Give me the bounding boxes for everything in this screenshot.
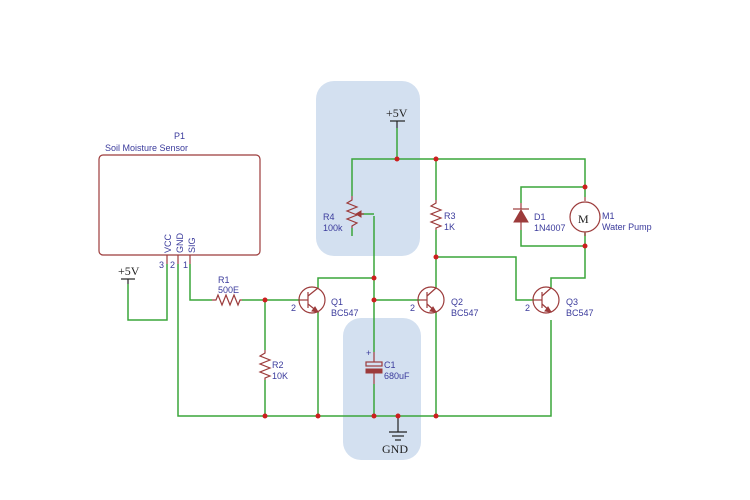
svg-text:R4: R4 <box>323 212 335 222</box>
vcc-top-symbol: +5V <box>386 106 408 128</box>
svg-text:BC547: BC547 <box>331 308 359 318</box>
sensor-pin-2-num: 2 <box>170 260 175 270</box>
gnd-symbol: GND <box>382 416 408 456</box>
potentiometer-r4: R4 100k <box>323 196 364 233</box>
resistor-r1: R1 500E <box>212 275 242 307</box>
svg-text:1K: 1K <box>444 222 455 232</box>
svg-text:+5V: +5V <box>118 264 140 278</box>
diode-d1: D1 1N4007 <box>513 203 566 233</box>
svg-text:2: 2 <box>525 303 530 313</box>
svg-text:1N4007: 1N4007 <box>534 223 566 233</box>
highlight-region-bottom <box>343 318 421 460</box>
svg-text:BC547: BC547 <box>451 308 479 318</box>
sensor-pin-3-num: 3 <box>159 260 164 270</box>
svg-text:Q2: Q2 <box>451 297 463 307</box>
transistor-q1: Q1 BC547 2 <box>291 286 359 318</box>
sensor-pin-gnd-label: GND <box>175 233 185 254</box>
svg-text:GND: GND <box>382 442 408 456</box>
sensor-body <box>98 154 261 256</box>
svg-text:Q1: Q1 <box>331 297 343 307</box>
sensor-name: Soil Moisture Sensor <box>105 143 188 153</box>
highlight-region-top <box>316 81 420 256</box>
svg-text:M1: M1 <box>602 211 615 221</box>
junction-nodes <box>262 156 588 419</box>
sensor-pin-1-num: 1 <box>183 260 188 270</box>
svg-text:680uF: 680uF <box>384 371 410 381</box>
svg-text:Water Pump: Water Pump <box>602 222 652 232</box>
svg-text:C1: C1 <box>384 360 396 370</box>
svg-text:500E: 500E <box>218 285 239 295</box>
svg-text:10K: 10K <box>272 371 288 381</box>
transistor-q3: Q3 BC547 2 <box>525 286 594 318</box>
sensor-pin-sig-label: SIG <box>187 237 197 253</box>
sensor-pin-vcc-label: VCC <box>163 233 173 253</box>
sensor-ref: P1 <box>174 131 185 141</box>
motor-m1: M M1 Water Pump <box>569 197 652 236</box>
svg-text:R3: R3 <box>444 211 456 221</box>
svg-text:2: 2 <box>410 303 415 313</box>
svg-text:M: M <box>578 212 589 226</box>
vcc-left-symbol: +5V <box>118 264 140 284</box>
resistor-r2: R2 10K <box>258 350 288 381</box>
transistor-q2: Q2 BC547 2 <box>410 286 479 318</box>
svg-text:R1: R1 <box>218 275 230 285</box>
svg-text:D1: D1 <box>534 212 546 222</box>
svg-text:2: 2 <box>291 303 296 313</box>
svg-text:100k: 100k <box>323 223 343 233</box>
resistor-r3: R3 1K <box>429 200 456 232</box>
svg-text:BC547: BC547 <box>566 308 594 318</box>
capacitor-c1: + C1 680uF <box>365 348 410 384</box>
sensor-p1: P1 Soil Moisture Sensor VCC GND SIG 3 2 … <box>98 131 261 270</box>
svg-text:+5V: +5V <box>386 106 408 120</box>
wires <box>127 128 586 417</box>
svg-text:Q3: Q3 <box>566 297 578 307</box>
svg-text:+: + <box>366 348 371 358</box>
svg-text:R2: R2 <box>272 360 284 370</box>
